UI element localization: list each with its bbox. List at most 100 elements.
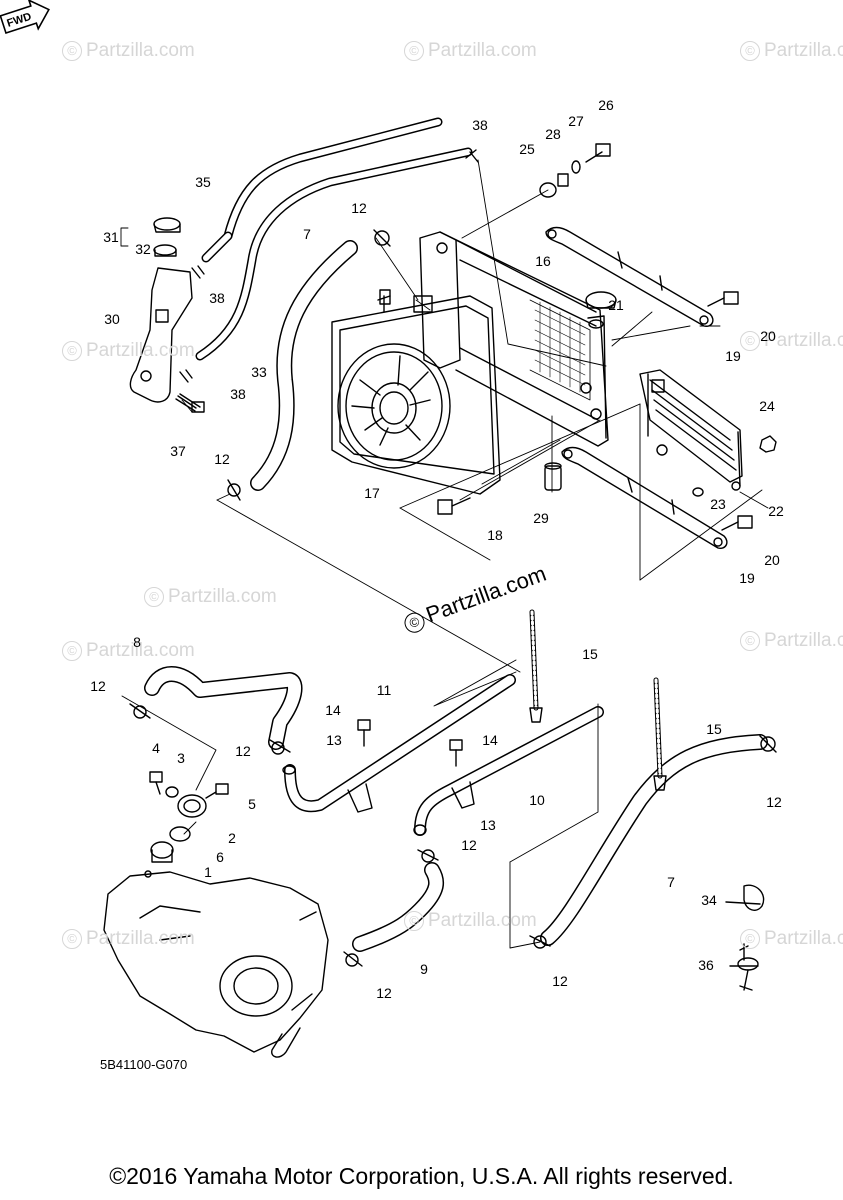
callout-label: 29	[533, 510, 549, 526]
callout-label: 11	[376, 682, 392, 698]
callout-label: 30	[104, 311, 120, 327]
bolt-14-b	[449, 739, 463, 767]
bolt-20-lower	[721, 515, 753, 531]
grommet-29	[544, 462, 562, 491]
callout-label: 17	[364, 485, 380, 501]
callout-label: 21	[608, 297, 624, 313]
callout-label: 25	[519, 141, 535, 157]
pipe-11	[282, 674, 516, 813]
watermark: ©Partzilla.com	[404, 40, 537, 62]
clamp-36	[729, 943, 759, 991]
callout-label: 13	[326, 732, 342, 748]
bolt-20-upper	[707, 291, 739, 307]
callout-label: 19	[739, 570, 755, 586]
watermark: ©Partzilla.com	[404, 910, 537, 932]
callout-label: 18	[487, 527, 503, 543]
callout-label: 14	[482, 732, 498, 748]
bracket-19-upper	[545, 226, 714, 328]
watermark: ©Partzilla.com	[740, 330, 843, 352]
o-ring-6	[169, 826, 191, 842]
radiator-16	[413, 231, 609, 447]
fwd-arrow-icon: FWD	[0, 0, 50, 34]
engine-block	[103, 870, 329, 1058]
watermark: ©Partzilla.com	[740, 40, 843, 62]
thermostat-1	[150, 841, 174, 863]
callout-label: 37	[170, 443, 186, 459]
callout-label: 12	[376, 985, 392, 1001]
callout-label: 6	[216, 849, 224, 865]
callout-label: 16	[535, 253, 551, 269]
callout-label: 28	[545, 126, 561, 142]
callout-label: 10	[529, 792, 545, 808]
washer-27	[571, 160, 581, 174]
watermark: ©Partzilla.com	[740, 630, 843, 652]
callout-label: 33	[251, 364, 267, 380]
radiator-hose-7-lower	[540, 734, 768, 946]
bolt-37	[175, 393, 205, 413]
clamp-12-b	[227, 479, 241, 501]
hose-9	[352, 862, 445, 952]
bracket-13-b	[451, 781, 475, 809]
callout-label: 24	[759, 398, 775, 414]
leader-lines-upper	[120, 159, 769, 673]
radiator-cap-21	[585, 291, 617, 329]
overflow-hose-35	[201, 117, 443, 263]
clamp-34	[725, 884, 765, 911]
callout-label: 31	[103, 229, 119, 245]
clamp-38-c	[179, 369, 193, 383]
callout-label: 2	[228, 830, 236, 846]
callout-label: 19	[725, 348, 741, 364]
callout-label: 15	[706, 721, 722, 737]
reservoir-tank	[129, 217, 193, 403]
clamp-12-h	[343, 951, 363, 967]
callout-label: 5	[248, 796, 256, 812]
callout-label: 12	[766, 794, 782, 810]
collar-28	[557, 173, 569, 187]
watermark: ©Partzilla.com	[62, 928, 195, 950]
clamp-12-e	[417, 849, 439, 863]
clamp-12-f	[759, 735, 777, 753]
callout-label: 15	[582, 646, 598, 662]
watermark: ©Partzilla.com	[62, 640, 195, 662]
callout-label: 12	[552, 973, 568, 989]
bolt-5	[205, 783, 229, 799]
clamp-12-a	[373, 229, 391, 247]
hose-8	[144, 666, 303, 750]
callout-label: 20	[764, 552, 780, 568]
bracket-13-a	[347, 783, 373, 813]
watermark: ©Partzilla.com	[740, 928, 843, 950]
bolt-14-a	[357, 719, 371, 747]
callout-label: 35	[195, 174, 211, 190]
pipe-10	[413, 706, 604, 836]
watermark: ©Partzilla.com	[62, 340, 195, 362]
callout-label: 7	[303, 226, 311, 242]
oil-cooler-22	[639, 369, 743, 491]
callout-label: 38	[230, 386, 246, 402]
bracket-19-lower	[561, 446, 728, 550]
clamp-38-b	[191, 265, 205, 279]
callout-label: 12	[90, 678, 106, 694]
washer-3	[165, 786, 179, 798]
callout-label: 27	[568, 113, 584, 129]
callout-label: 13	[480, 817, 496, 833]
callout-label: 1	[204, 864, 212, 880]
leader-lines-lower	[121, 659, 599, 949]
callout-label: 12	[235, 743, 251, 759]
callout-label: 22	[768, 503, 784, 519]
callout-label: 34	[701, 892, 717, 908]
callout-label: 8	[133, 634, 141, 650]
callout-label: 9	[420, 961, 428, 977]
bolt-4	[149, 771, 163, 795]
clamp-12-d	[269, 739, 291, 755]
callout-label: 12	[351, 200, 367, 216]
callout-label: 36	[698, 957, 714, 973]
grommet-25	[539, 182, 557, 198]
cable-band-15-b	[653, 677, 667, 791]
callout-label: 20	[760, 328, 776, 344]
callout-label: 14	[325, 702, 341, 718]
fan-17	[337, 343, 451, 469]
radiator-hose-7-upper	[250, 240, 358, 491]
overflow-hose-33	[195, 147, 473, 361]
